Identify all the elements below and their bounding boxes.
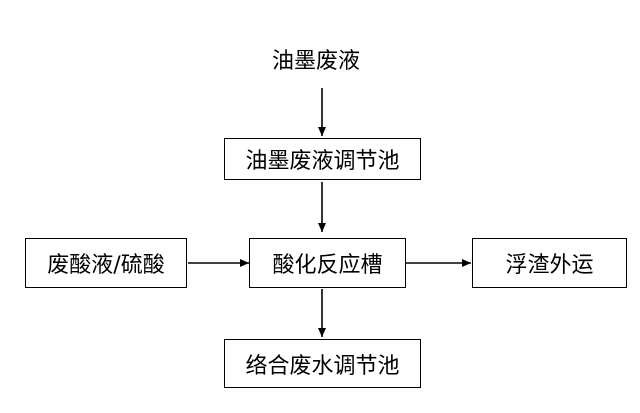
ink-regulating-tank-node: 油墨废液调节池 <box>224 138 421 180</box>
complex-wastewater-tank-label: 络合废水调节池 <box>245 353 400 379</box>
acidification-reaction-tank-label: 酸化反应槽 <box>272 253 383 278</box>
ink-regulating-tank-label: 油墨废液调节池 <box>245 149 400 174</box>
ink-waste-label: 油墨废液 <box>272 49 361 74</box>
scum-output-label: 浮渣外运 <box>505 253 594 278</box>
acid-input-node: 废酸液/硫酸 <box>25 238 187 288</box>
acidification-reaction-tank-node: 酸化反应槽 <box>249 238 406 288</box>
acid-input-label: 废酸液/硫酸 <box>47 253 165 278</box>
complex-wastewater-tank-node: 络合废水调节池 <box>224 339 421 388</box>
scum-output-node: 浮渣外运 <box>472 238 627 288</box>
